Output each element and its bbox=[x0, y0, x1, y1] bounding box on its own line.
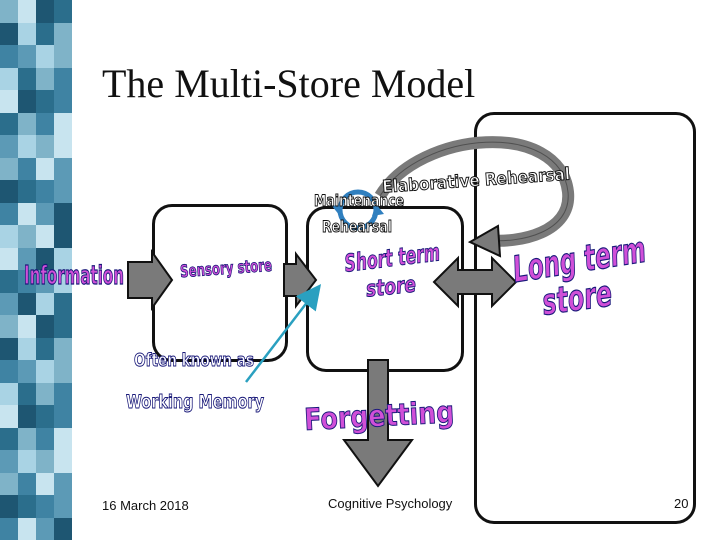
elaborative-rehearsal-loop bbox=[374, 136, 575, 247]
arrow-information-to-sensory bbox=[127, 248, 174, 312]
long-term-label-line2: store bbox=[540, 273, 615, 323]
working-memory-pointer-line bbox=[245, 284, 322, 383]
short-term-label-line1: Short term bbox=[343, 238, 442, 277]
slide-title: The Multi-Store Model bbox=[102, 61, 476, 106]
footer-date: 16 March 2018 bbox=[102, 498, 189, 513]
short-term-label-line2: store bbox=[365, 273, 417, 303]
footer-page-number: 20 bbox=[674, 496, 689, 511]
left-decorative-stripe bbox=[0, 0, 72, 540]
information-label: Information bbox=[24, 261, 124, 291]
sensory-store-box bbox=[152, 204, 288, 362]
arrow-forgetting-down bbox=[342, 359, 414, 488]
maintenance-label-line1: Maintenance bbox=[314, 191, 404, 210]
maintenance-label-line2: Rehearsal bbox=[322, 217, 392, 236]
working-memory-line2: Working Memory bbox=[126, 391, 264, 413]
working-memory-line1: Often known as bbox=[134, 350, 254, 371]
footer-subject: Cognitive Psychology bbox=[328, 496, 453, 511]
elaborative-loop-arrowhead bbox=[467, 224, 502, 258]
long-term-store-box bbox=[474, 112, 696, 524]
arrow-short-long-double bbox=[432, 255, 518, 309]
forgetting-label: Forgetting bbox=[303, 395, 455, 438]
maintenance-rehearsal-loop-icon bbox=[332, 189, 384, 231]
sensory-store-label: Sensory store bbox=[179, 256, 272, 282]
